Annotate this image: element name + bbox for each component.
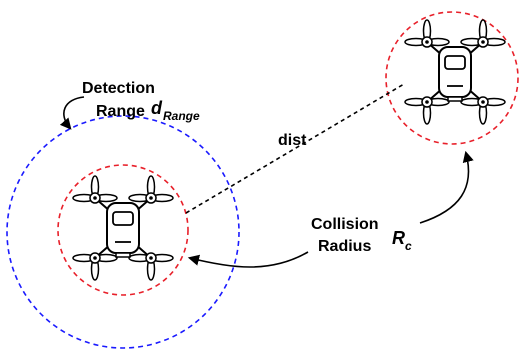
collision-arrow-right <box>419 150 474 224</box>
detection-label: Detection <box>82 80 155 97</box>
r-c-subscript: c <box>405 239 412 253</box>
collision-label: Collision <box>311 216 379 233</box>
drone-icon <box>404 19 506 125</box>
d-range-symbol: d <box>151 98 163 118</box>
collision-radius-circle-right <box>385 11 519 145</box>
r-c-symbol: R <box>392 228 405 248</box>
d-range-subscript: Range <box>163 109 200 123</box>
drone-icon <box>72 175 174 281</box>
detection-range-circle <box>6 115 240 349</box>
range-label: Range <box>96 103 145 120</box>
collision-arrow-left <box>187 251 309 268</box>
collision-radius-circle-left <box>57 164 189 296</box>
detection-arrow <box>59 96 85 130</box>
radius-label: Radius <box>318 238 371 255</box>
dist-line <box>185 83 405 214</box>
dist-label: dist <box>278 132 307 149</box>
